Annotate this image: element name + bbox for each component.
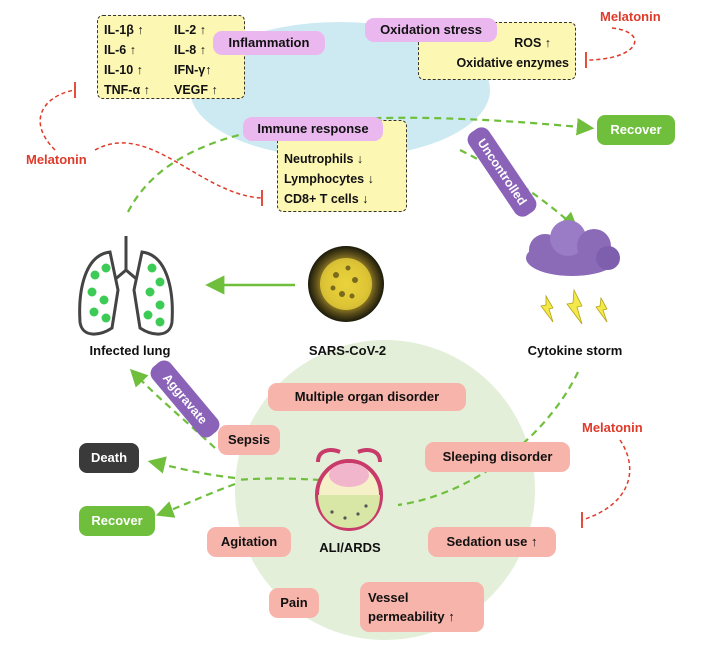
- melatonin-inhibit-immune: [94, 142, 263, 199]
- storm-to-ards-arrow: [397, 371, 579, 507]
- multiple-organ-disorder-box: Multiple organ disorder: [268, 383, 466, 411]
- green-background-shape: [235, 340, 535, 640]
- sars-cov-2-caption: SARS-CoV-2: [308, 343, 387, 358]
- storm-cloud-icon: [526, 220, 620, 276]
- marker-il6: IL-6 ↑: [104, 43, 136, 57]
- marker-oxidative-enzymes: Oxidative enzymes: [456, 56, 569, 70]
- death-label: Death: [90, 450, 128, 465]
- melatonin-inhibit-sedation: [581, 439, 631, 521]
- agitation-box: Agitation: [207, 527, 291, 557]
- ards-to-death-arrow: [147, 456, 236, 480]
- recover-badge-bottom: Recover: [79, 506, 155, 536]
- vessel-permeability-box: Vessel permeability ↑: [360, 582, 484, 632]
- marker-ifng: IFN-γ↑: [174, 63, 212, 77]
- vessel-permeability-line2: permeability ↑: [368, 609, 455, 624]
- virus-icon: [308, 246, 384, 322]
- marker-vegf: VEGF ↑: [174, 83, 218, 97]
- lung-icon: [78, 236, 174, 336]
- aggravate-arrow: [129, 368, 216, 449]
- infected-lung-caption: Infected lung: [89, 343, 171, 358]
- marker-ros: ROS ↑: [514, 36, 551, 50]
- vessel-permeability-line1: Vessel: [368, 590, 409, 605]
- inflammation-markers-box: IL-1β ↑ IL-2 ↑ IL-6 ↑ IL-8 ↑ IL-10 ↑ IFN…: [97, 15, 245, 99]
- melatonin-label-top-right: Melatonin: [600, 9, 661, 24]
- immune-response-label: Immune response: [243, 117, 383, 141]
- marker-il1b: IL-1β ↑: [104, 23, 144, 37]
- pain-box: Pain: [269, 588, 319, 618]
- alveolus-icon: [315, 448, 383, 531]
- melatonin-label-left: Melatonin: [26, 152, 87, 167]
- melatonin-label-bottom-right: Melatonin: [582, 420, 643, 435]
- ards-to-recover-arrow: [155, 482, 236, 518]
- cytokine-storm-caption: Cytokine storm: [527, 343, 623, 358]
- lung-to-recover-arrow: [127, 116, 595, 213]
- marker-il2: IL-2 ↑: [174, 23, 206, 37]
- ali-ards-caption: ALI/ARDS: [319, 540, 381, 555]
- sepsis-box: Sepsis: [218, 425, 280, 455]
- marker-tnfa: TNF-α ↑: [104, 83, 150, 97]
- recover-badge-top: Recover: [597, 115, 675, 145]
- inflammation-label: Inflammation: [213, 31, 325, 55]
- marker-neutrophils: Neutrophils ↓: [284, 152, 364, 166]
- death-badge: Death: [79, 443, 139, 473]
- lightning-icon: [540, 288, 608, 325]
- marker-il10: IL-10 ↑: [104, 63, 143, 77]
- marker-lymphocytes: Lymphocytes ↓: [284, 172, 374, 186]
- sleeping-disorder-box: Sleeping disorder: [425, 442, 570, 472]
- melatonin-inhibit-oxidation: [585, 27, 636, 61]
- melatonin-inhibit-inflammation: [39, 89, 76, 151]
- marker-cd8: CD8+ T cells ↓: [284, 192, 369, 206]
- oxidation-label: Oxidation stress: [365, 18, 497, 42]
- marker-il8: IL-8 ↑: [174, 43, 206, 57]
- sedation-use-box: Sedation use ↑: [428, 527, 556, 557]
